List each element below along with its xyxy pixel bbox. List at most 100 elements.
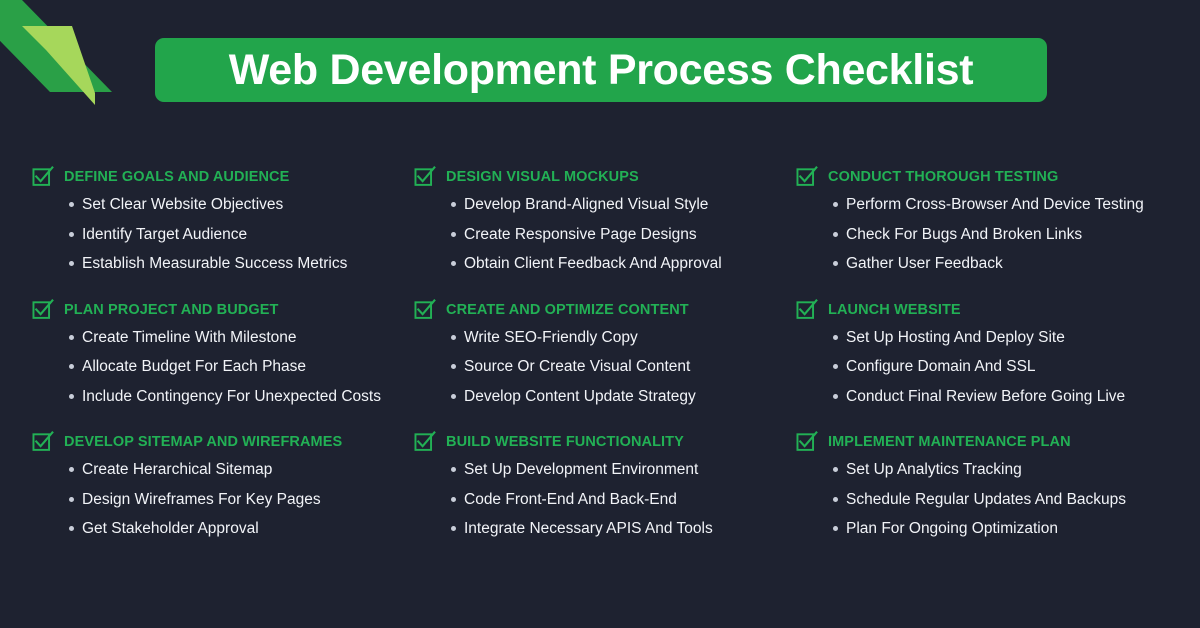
bullet-icon xyxy=(69,202,74,207)
bullet-icon xyxy=(69,364,74,369)
list-item-label: Design Wireframes For Key Pages xyxy=(82,490,321,508)
list-item: Create Responsive Page Designs xyxy=(414,226,796,243)
section-header: DEFINE GOALS AND AUDIENCE xyxy=(32,166,414,188)
section-title: DESIGN VISUAL MOCKUPS xyxy=(446,169,639,185)
list-item-label: Obtain Client Feedback And Approval xyxy=(464,255,722,272)
ribbon-stripe-dark-green xyxy=(0,0,112,92)
bullet-icon xyxy=(451,202,456,207)
list-item: Establish Measurable Success Metrics xyxy=(32,256,414,272)
list-item: Perform Cross-Browser And Device Testing xyxy=(796,197,1178,213)
list-item-label: Check For Bugs And Broken Links xyxy=(846,225,1083,243)
list-item: Allocate Budget For Each Phase xyxy=(32,359,414,375)
list-item: Check For Bugs And Broken Links xyxy=(796,225,1178,243)
bullet-icon xyxy=(69,334,74,340)
bullet-icon xyxy=(69,467,74,472)
checklist-section: IMPLEMENT MAINTENANCE PLAN Set Up Analyt… xyxy=(796,431,1178,537)
ribbon-stripe-light-green xyxy=(22,26,95,105)
section-header: BUILD WEBSITE FUNCTIONALITY xyxy=(414,431,796,453)
list-item-label: Code Front-End And Back-End xyxy=(464,490,677,508)
bullet-icon xyxy=(833,526,838,531)
list-item-label: Set Up Analytics Tracking xyxy=(846,461,1022,478)
bullet-icon xyxy=(69,393,74,399)
list-item-label: Set Up Development Environment xyxy=(464,461,699,478)
list-item: Code Front-End And Back-End xyxy=(414,490,796,508)
section-title: CONDUCT THOROUGH TESTING xyxy=(828,169,1059,185)
list-item-label: Configure Domain And SSL xyxy=(846,358,1036,375)
list-item-label: Get Stakeholder Approval xyxy=(82,520,259,537)
checkbox-checked-icon[interactable] xyxy=(414,298,436,321)
list-item: Obtain Client Feedback And Approval xyxy=(414,256,796,272)
checkbox-checked-icon[interactable] xyxy=(796,166,818,188)
checkbox-checked-icon[interactable] xyxy=(32,166,54,188)
checklist-column-1: DEFINE GOALS AND AUDIENCE Set Clear Webs… xyxy=(32,166,414,537)
bullet-icon xyxy=(833,496,838,502)
list-item: Conduct Final Review Before Going Live xyxy=(796,387,1178,405)
page-title: Web Development Process Checklist xyxy=(228,45,974,94)
list-item-label: Conduct Final Review Before Going Live xyxy=(846,387,1126,405)
bullet-icon xyxy=(451,261,456,266)
bullet-icon xyxy=(833,393,838,399)
list-item: Include Contingency For Unexpected Costs xyxy=(32,388,414,405)
checkbox-checked-icon[interactable] xyxy=(32,431,54,453)
section-item-list: Develop Brand-Aligned Visual Style Creat… xyxy=(414,197,796,272)
section-item-list: Create Herarchical Sitemap Design Wirefr… xyxy=(32,462,414,537)
list-item-label: Set Clear Website Objectives xyxy=(82,196,284,213)
bullet-icon xyxy=(833,202,838,207)
bullet-icon xyxy=(69,231,74,237)
checkbox-checked-icon[interactable] xyxy=(414,431,436,453)
checkbox-checked-icon[interactable] xyxy=(796,298,818,321)
list-item: Get Stakeholder Approval xyxy=(32,521,414,537)
list-item-label: Gather User Feedback xyxy=(846,255,1003,272)
list-item: Configure Domain And SSL xyxy=(796,359,1178,375)
checkbox-checked-icon[interactable] xyxy=(796,431,818,453)
list-item: Develop Brand-Aligned Visual Style xyxy=(414,197,796,213)
bullet-icon xyxy=(833,334,838,340)
list-item: Set Up Analytics Tracking xyxy=(796,462,1178,478)
bullet-icon xyxy=(833,467,838,472)
section-item-list: Perform Cross-Browser And Device Testing… xyxy=(796,197,1178,272)
section-title: DEVELOP SITEMAP AND WIREFRAMES xyxy=(64,434,343,450)
bullet-icon xyxy=(69,526,74,531)
section-header: PLAN PROJECT AND BUDGET xyxy=(32,298,414,321)
list-item-label: Create Timeline With Milestone xyxy=(82,328,297,346)
checklist-section: PLAN PROJECT AND BUDGET Create Timeline … xyxy=(32,298,414,405)
checklist-section: CREATE AND OPTIMIZE CONTENT Write SEO-Fr… xyxy=(414,298,796,405)
list-item: Gather User Feedback xyxy=(796,256,1178,272)
section-header: DESIGN VISUAL MOCKUPS xyxy=(414,166,796,188)
section-header: IMPLEMENT MAINTENANCE PLAN xyxy=(796,431,1178,453)
list-item: Design Wireframes For Key Pages xyxy=(32,490,414,508)
bullet-icon xyxy=(833,364,838,369)
list-item-label: Plan For Ongoing Optimization xyxy=(846,520,1058,537)
bullet-icon xyxy=(451,467,456,472)
bullet-icon xyxy=(451,526,456,531)
section-title: IMPLEMENT MAINTENANCE PLAN xyxy=(828,434,1071,450)
section-header: CONDUCT THOROUGH TESTING xyxy=(796,166,1178,188)
section-title: DEFINE GOALS AND AUDIENCE xyxy=(64,169,290,185)
checklist-section: LAUNCH WEBSITE Set Up Hosting And Deploy… xyxy=(796,298,1178,405)
checklist-section: DESIGN VISUAL MOCKUPS Develop Brand-Alig… xyxy=(414,166,796,272)
list-item-label: Set Up Hosting And Deploy Site xyxy=(846,328,1065,346)
bullet-icon xyxy=(451,364,456,369)
section-title: LAUNCH WEBSITE xyxy=(828,301,961,318)
bullet-icon xyxy=(451,496,456,502)
checkbox-checked-icon[interactable] xyxy=(32,298,54,321)
checklist-column-2: DESIGN VISUAL MOCKUPS Develop Brand-Alig… xyxy=(414,166,796,537)
list-item-label: Establish Measurable Success Metrics xyxy=(82,255,348,272)
list-item-label: Develop Brand-Aligned Visual Style xyxy=(464,196,709,213)
list-item: Set Clear Website Objectives xyxy=(32,197,414,213)
checklist-column-3: CONDUCT THOROUGH TESTING Perform Cross-B… xyxy=(796,166,1178,537)
list-item-label: Allocate Budget For Each Phase xyxy=(82,358,307,375)
checklist-section: DEVELOP SITEMAP AND WIREFRAMES Create He… xyxy=(32,431,414,537)
bullet-icon xyxy=(451,334,456,340)
section-item-list: Write SEO-Friendly Copy Source Or Create… xyxy=(414,329,796,405)
bullet-icon xyxy=(69,496,74,502)
list-item-label: Perform Cross-Browser And Device Testing xyxy=(846,196,1144,213)
list-item: Integrate Necessary APIS And Tools xyxy=(414,521,796,537)
bullet-icon xyxy=(833,261,838,266)
list-item-label: Develop Content Update Strategy xyxy=(464,387,696,405)
section-header: DEVELOP SITEMAP AND WIREFRAMES xyxy=(32,431,414,453)
checkbox-checked-icon[interactable] xyxy=(414,166,436,188)
section-item-list: Set Up Analytics Tracking Schedule Regul… xyxy=(796,462,1178,537)
bullet-icon xyxy=(69,261,74,266)
list-item: Source Or Create Visual Content xyxy=(414,359,796,375)
